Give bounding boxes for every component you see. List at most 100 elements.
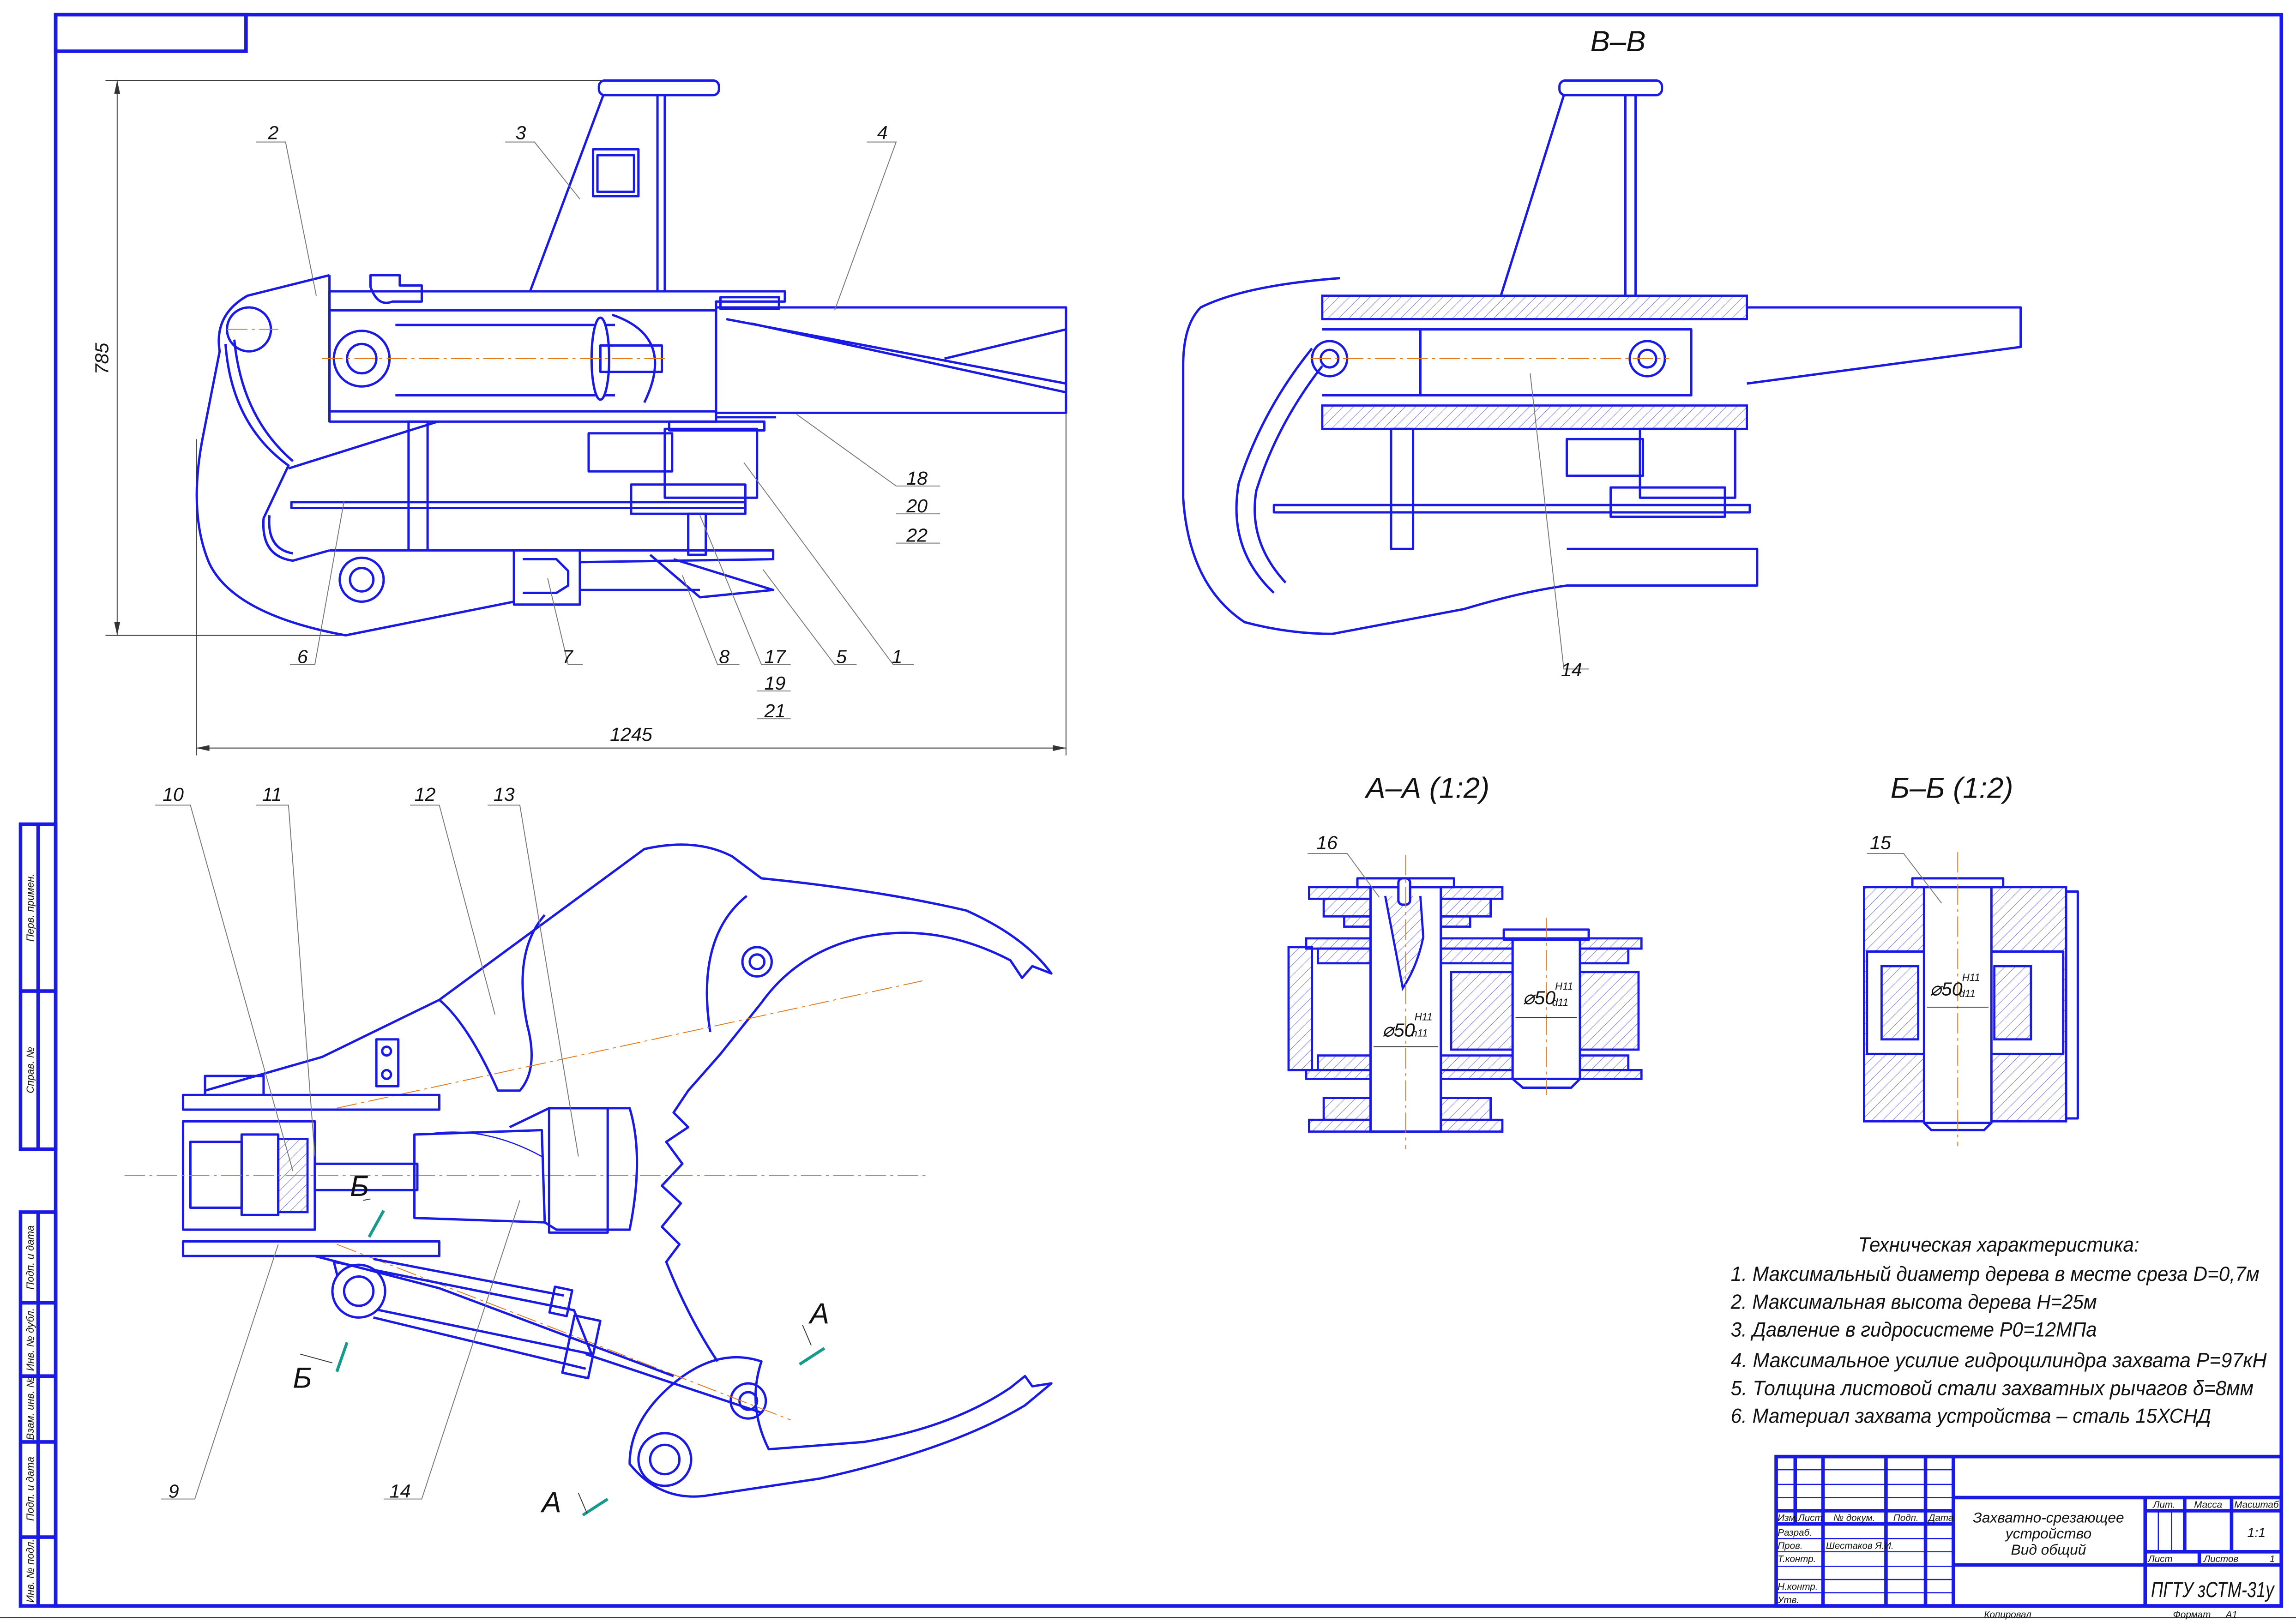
section-bb-view: Б–Б (1:2) ⌀50 H11 d11 15 — [1862, 772, 2079, 1147]
stamp-podp-data-1: Подп. и дата — [24, 1226, 36, 1290]
callout-20: 20 — [906, 495, 928, 517]
vertical-post — [407, 420, 429, 552]
boom-arm — [715, 296, 1067, 419]
callout-4: 4 — [877, 122, 888, 143]
section-mark-a-2: А — [540, 1486, 561, 1519]
callout-13: 13 — [494, 784, 515, 805]
sheet-frame — [0, 12, 2296, 1618]
stamp-perv-primen: Перв. примен. — [24, 874, 36, 942]
callout-6: 6 — [297, 646, 308, 667]
dim-1245: 1245 — [610, 724, 653, 745]
side-callouts: 2 3 4 18 20 22 6 7 8 17 19 21 5 1 — [256, 122, 940, 721]
upper-grab-jaw — [205, 843, 1053, 1362]
section-mark-a-1: А — [808, 1298, 829, 1330]
hydraulic-cylinder — [322, 309, 717, 413]
tb-scale-label: Масштаб — [2234, 1500, 2279, 1510]
fit-bb-nominal: ⌀50 — [1930, 979, 1963, 1000]
callout-9: 9 — [169, 1480, 179, 1502]
head-block — [124, 1075, 930, 1257]
tb-copied-label: Копировал — [1984, 1609, 2031, 1620]
tb-scale-value: 1:1 — [2247, 1526, 2266, 1540]
technical-specs: Техническая характеристика: 1. Максималь… — [1730, 1234, 2267, 1428]
tb-checker-name: Шестаков Я.И. — [1826, 1540, 1894, 1551]
fit-left-nominal: ⌀50 — [1382, 1019, 1415, 1040]
specs-heading: Техническая характеристика: — [1858, 1234, 2139, 1256]
section-marks: Б Б А А — [293, 1170, 829, 1519]
callout-8: 8 — [719, 646, 729, 667]
stamp-podp-data-2: Подп. и дата — [24, 1457, 36, 1521]
callout-21: 21 — [764, 700, 786, 721]
mast-bracket — [529, 79, 720, 292]
callout-5: 5 — [836, 646, 847, 667]
grab-cylinder — [314, 1255, 762, 1414]
callout-16: 16 — [1316, 832, 1338, 853]
fit-left-lower: h11 — [1411, 1027, 1428, 1039]
stamp-inv-dubl: Инв. № дубл. — [24, 1308, 36, 1371]
spec-item-4: 4. Максимальное усилие гидроцилиндра зах… — [1731, 1349, 2267, 1372]
lower-grab-jaw — [337, 1244, 1053, 1498]
spec-item-2: 2. Максимальная высота дерева H=25м — [1730, 1291, 2097, 1313]
tb-role-tkontr: Т.контр. — [1778, 1554, 1816, 1564]
tb-mass-label: Масса — [2194, 1500, 2222, 1510]
callout-1: 1 — [892, 646, 902, 667]
left-stamp-strip: Перв. примен. Справ. № Подп. и дата Инв.… — [18, 822, 58, 1608]
tb-header-date: Дата — [1928, 1513, 1953, 1523]
plan-view: Б Б А А 10 11 12 13 9 14 — [124, 784, 1053, 1519]
fit-right-nominal: ⌀50 — [1523, 987, 1555, 1009]
callout-15: 15 — [1870, 832, 1892, 853]
callout-19: 19 — [765, 673, 786, 694]
tb-format-value: А1 — [2225, 1609, 2237, 1620]
callout-2: 2 — [267, 122, 278, 143]
stamp-inv-podl: Инв. № подл. — [24, 1539, 36, 1603]
tb-sheets-label: Листов — [2203, 1554, 2238, 1564]
tb-role-nkontr: Н.контр. — [1778, 1581, 1818, 1592]
central-cylinder — [313, 1107, 639, 1234]
tb-title-line-3: Вид общий — [2011, 1541, 2086, 1558]
section-mark-b-2: Б — [293, 1362, 312, 1394]
tb-role-utv: Утв. — [1777, 1595, 1799, 1605]
callout-14-vv: 14 — [1561, 659, 1582, 680]
callout-7: 7 — [562, 646, 574, 667]
tb-lit-label: Лит. — [2152, 1500, 2175, 1510]
tb-sheet-label: Лист — [2147, 1554, 2173, 1564]
fit-left-upper: H11 — [1415, 1011, 1433, 1023]
tb-title-line-2: устройство — [2005, 1525, 2091, 1542]
tb-role-razrab: Разраб. — [1778, 1527, 1812, 1538]
spec-item-3: 3. Давление в гидросистеме P0=12МПа — [1731, 1319, 2097, 1341]
section-bb-title: Б–Б (1:2) — [1891, 772, 2013, 804]
section-mark-b-1: Б — [350, 1170, 369, 1202]
fit-bb-lower: d11 — [1959, 988, 1976, 999]
callout-17: 17 — [765, 646, 787, 667]
spec-item-1: 1. Максимальный диаметр дерева в месте с… — [1731, 1263, 2260, 1286]
lower-arm — [512, 549, 775, 606]
dimension-width: 1245 — [196, 410, 1067, 756]
link-rod — [290, 501, 747, 510]
tb-header-izm: Изм. — [1778, 1513, 1798, 1523]
spec-item-5: 5. Толщина листовой стали захватных рыча… — [1731, 1377, 2254, 1400]
section-aa-view: А–А (1:2) ⌀50 H11 h11 ⌀50 H11 d11 16 — [1287, 772, 1643, 1149]
callout-18: 18 — [906, 468, 928, 489]
callout-3: 3 — [515, 122, 526, 143]
rotator-unit — [587, 420, 766, 556]
spec-item-6: 6. Материал захвата устройства – сталь 1… — [1731, 1405, 2211, 1428]
fit-right-lower: d11 — [1552, 997, 1568, 1008]
tb-role-prov: Пров. — [1778, 1540, 1802, 1551]
dim-785: 785 — [91, 342, 113, 375]
section-aa-title: А–А (1:2) — [1364, 772, 1489, 804]
tb-title-line-1: Захватно-срезающее — [1973, 1509, 2124, 1526]
tb-header-sign: Подп. — [1893, 1513, 1919, 1523]
plan-callouts: 10 11 12 13 9 14 — [155, 784, 579, 1502]
tb-format-label: Формат — [2173, 1609, 2211, 1620]
fit-bb-upper: H11 — [1962, 972, 1980, 983]
stamp-sprav-no: Справ. № — [24, 1047, 36, 1093]
fit-right-upper: H11 — [1555, 980, 1573, 992]
title-block: Изм. Лист № докум. Подп. Дата Разраб. Пр… — [1774, 1454, 2284, 1620]
callout-11: 11 — [262, 784, 282, 805]
tb-org-code: ПГТУ зСТМ-31у — [2151, 1578, 2275, 1602]
tb-header-list: Лист — [1797, 1513, 1823, 1523]
section-vv-title: В–В — [1591, 25, 1646, 58]
callout-12: 12 — [415, 784, 436, 805]
grab-jaw-side — [195, 274, 515, 637]
dimension-height: 785 — [91, 80, 603, 636]
